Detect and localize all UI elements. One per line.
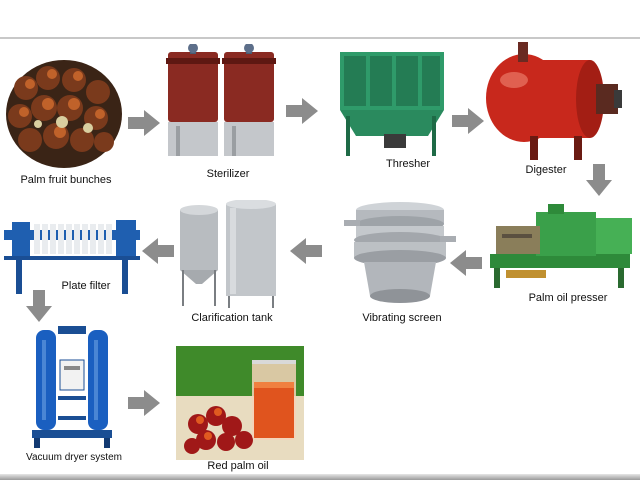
vibrating-screen-label: Vibrating screen — [362, 312, 442, 324]
red-palm-oil-label: Red palm oil — [207, 460, 269, 472]
bottom-divider — [0, 474, 640, 480]
palm-fruit-bunches-image — [4, 58, 124, 170]
palm-oil-presser-label: Palm oil presser — [528, 292, 608, 304]
sterilizer-image — [162, 44, 280, 164]
red-palm-oil-image — [176, 346, 304, 460]
palm-fruit-bunches-label: Palm fruit bunches — [20, 174, 112, 186]
arrow-left-icon — [142, 238, 174, 264]
arrow-down-icon — [26, 290, 52, 322]
plate-filter-label: Plate filter — [61, 280, 111, 292]
plate-filter-image — [4, 214, 140, 296]
arrow-down-icon — [586, 164, 612, 196]
sterilizer-label: Sterilizer — [206, 168, 250, 180]
arrow-left-icon — [290, 238, 322, 264]
digester-image — [484, 40, 624, 162]
vacuum-dryer-system-image — [30, 320, 114, 450]
digester-label: Digester — [525, 164, 567, 176]
arrow-right-icon — [286, 98, 318, 124]
vibrating-screen-image — [338, 196, 462, 308]
thresher-image — [332, 46, 450, 158]
clarification-tank-label: Clarification tank — [191, 312, 273, 324]
thresher-label: Thresher — [385, 158, 431, 170]
vacuum-dryer-system-label: Vacuum dryer system — [26, 452, 122, 463]
palm-oil-presser-image — [486, 204, 636, 290]
arrow-right-icon — [128, 110, 160, 136]
arrow-right-icon — [128, 390, 160, 416]
arrow-left-icon — [450, 250, 482, 276]
arrow-right-icon — [452, 108, 484, 134]
top-divider — [0, 37, 640, 39]
clarification-tank-image — [176, 200, 282, 310]
